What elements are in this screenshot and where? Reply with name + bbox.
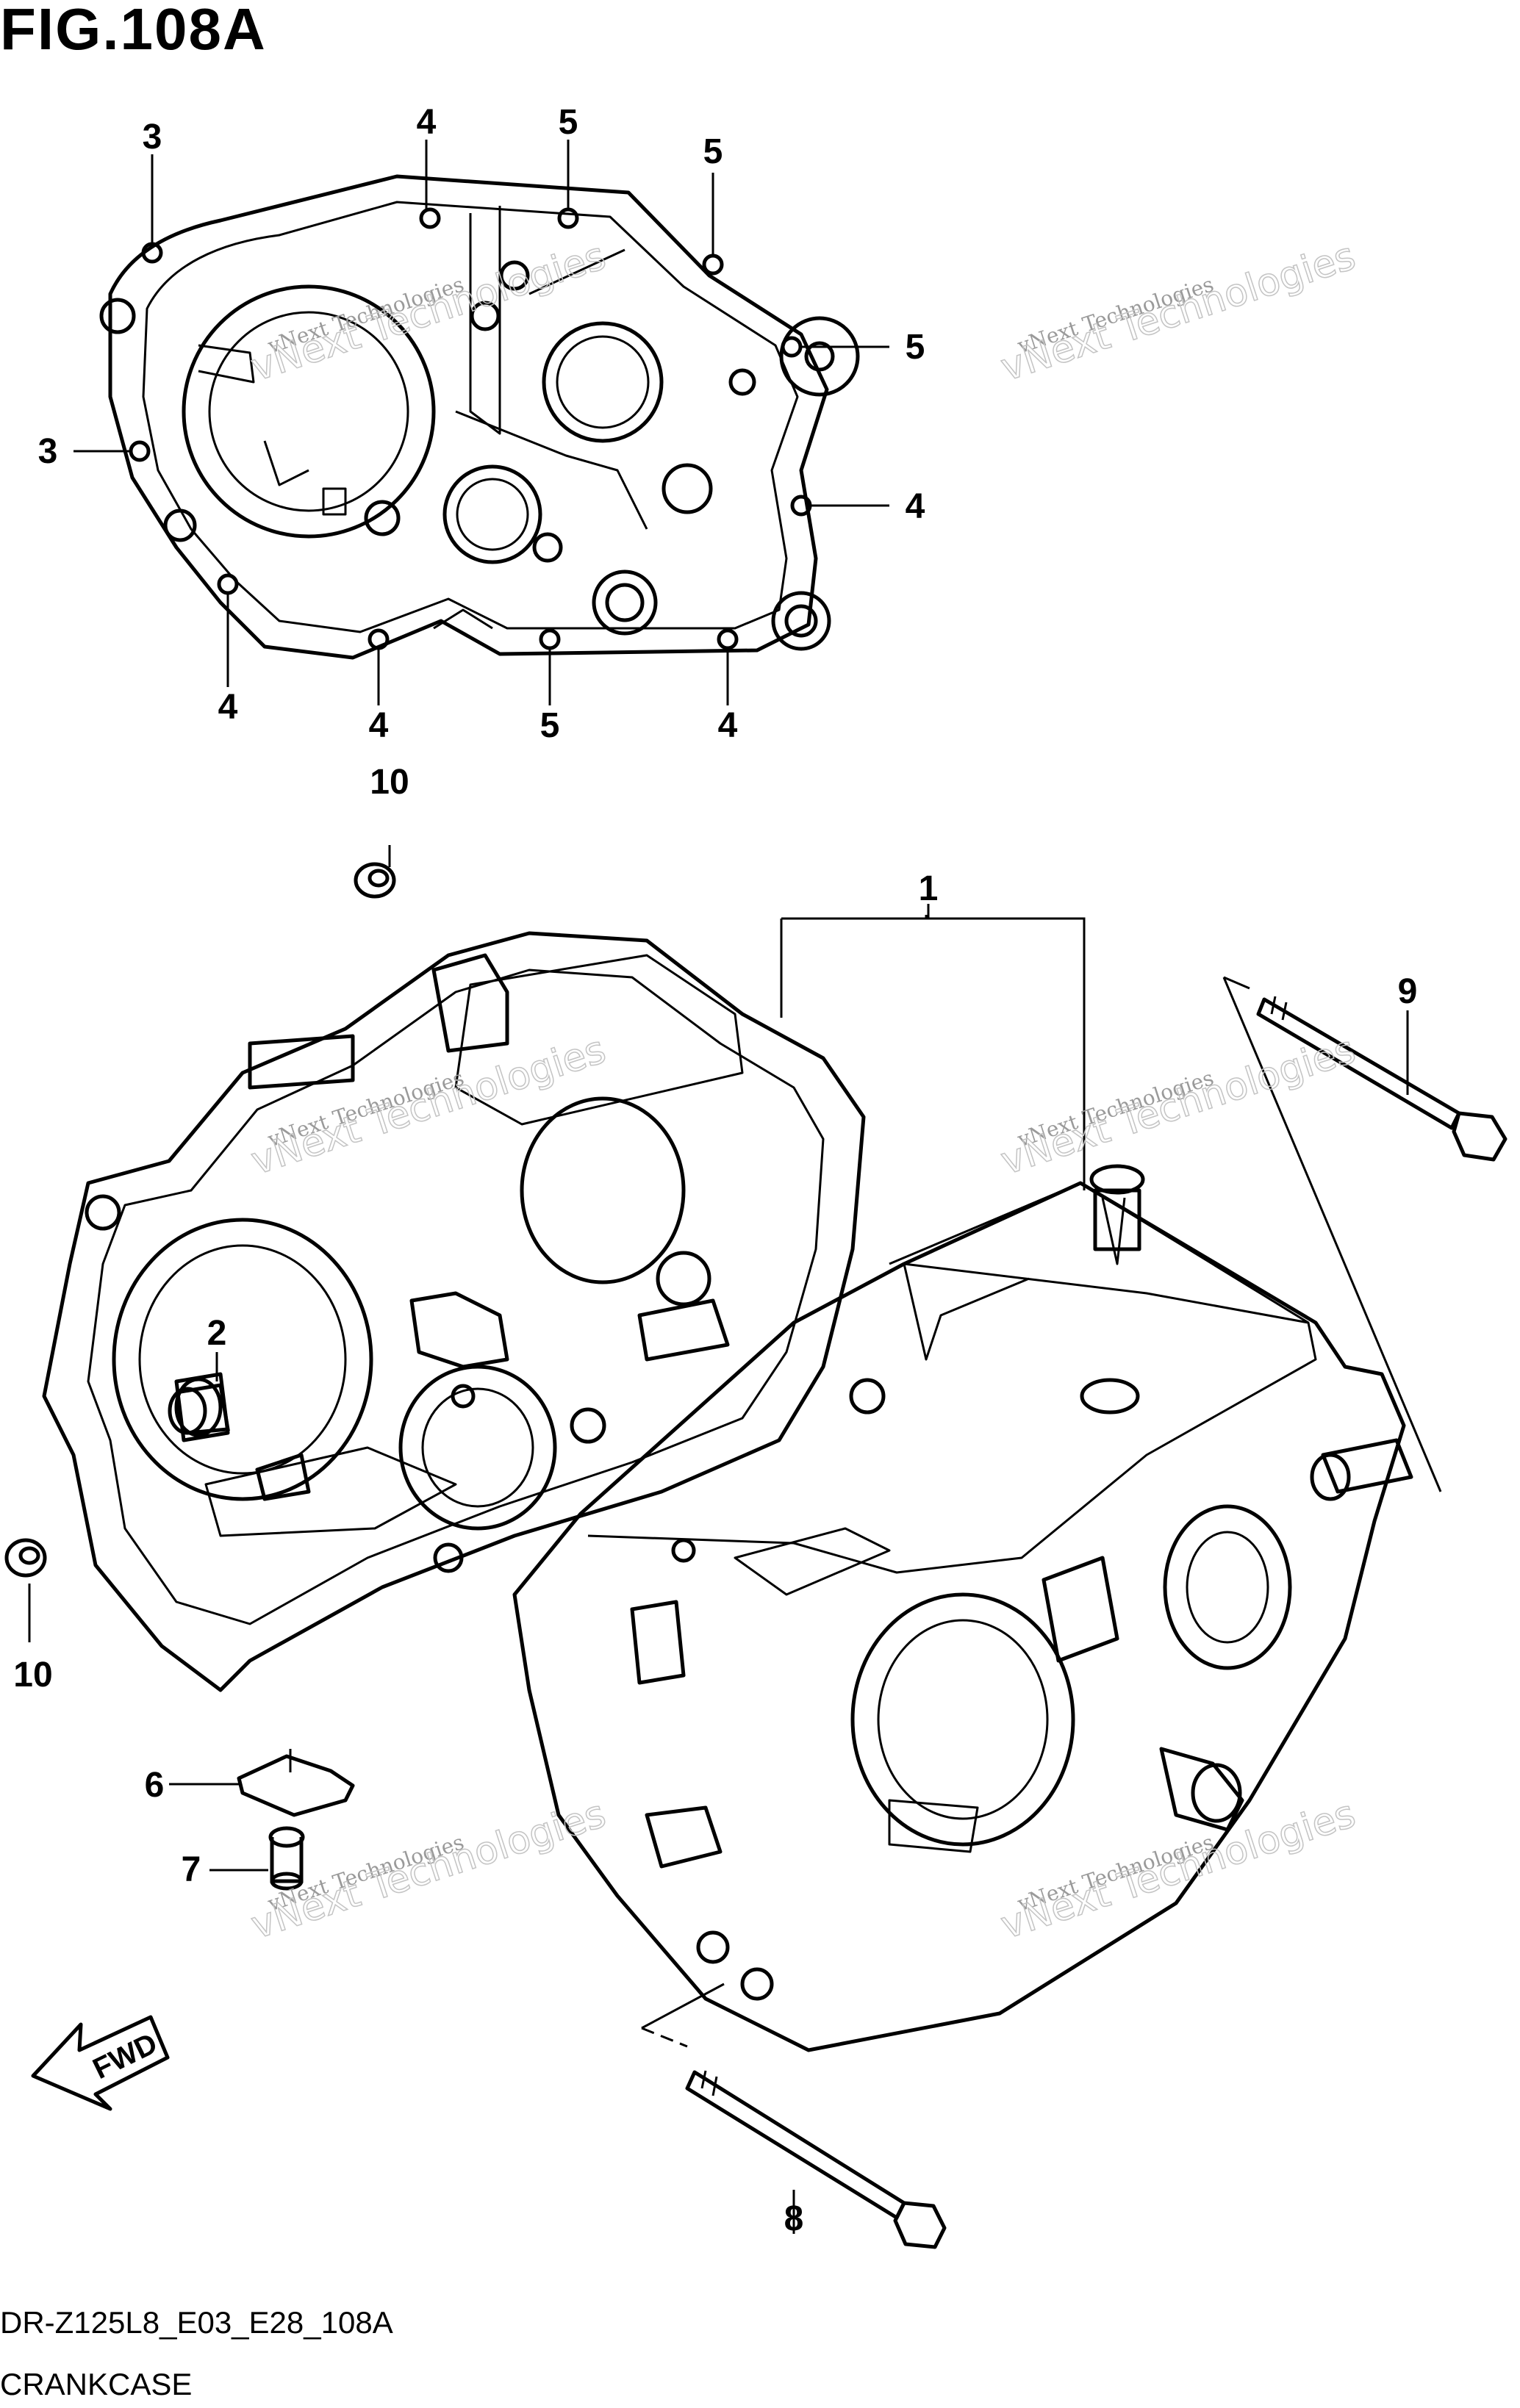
callout-5-right-top: 5 [703, 132, 723, 171]
crankcase-bolt-short [685, 2070, 947, 2249]
callout-4-bottom: 4 [369, 706, 389, 745]
fwd-arrow-icon [31, 2015, 170, 2111]
forward-direction-marker: FWD [31, 2015, 170, 2111]
watermark-outline: vNext Technologies [996, 234, 1361, 390]
figure-title: FIG.108A [0, 0, 267, 62]
left-crankcase-half [42, 931, 866, 1692]
callout-7: 7 [182, 1850, 201, 1889]
callout-4-top: 4 [417, 103, 437, 142]
callout-8: 8 [784, 2199, 804, 2238]
bottom-callouts: 10 1 9 2 10 6 7 8 [13, 763, 1417, 2238]
callout-3-top: 3 [143, 118, 162, 157]
bottom-leader-lines [28, 845, 1442, 2234]
callout-2: 2 [207, 1314, 227, 1353]
crankcase-bolt-long [1256, 996, 1508, 1162]
callout-5-right: 5 [906, 328, 925, 367]
clamp-plate [237, 1754, 355, 1817]
callout-5-bottom: 5 [540, 706, 560, 745]
callout-4-right: 4 [906, 487, 925, 526]
dowel-pin [168, 1383, 230, 1435]
hex-screw [268, 1826, 305, 1891]
callout-9: 9 [1398, 972, 1418, 1011]
model-code: DR-Z125L8_E03_E28_108A [0, 2305, 393, 2340]
callout-10-top: 10 [370, 763, 409, 802]
callout-4-bottom-left: 4 [218, 688, 238, 727]
top-leader-lines [74, 140, 889, 705]
diagram-caption: CRANKCASE [0, 2367, 193, 2401]
callout-5-top: 5 [559, 103, 578, 142]
callout-10-left: 10 [13, 1656, 52, 1694]
oil-seal-washer-top [354, 862, 396, 899]
right-crankcase-half [512, 1164, 1413, 2052]
oil-seal-washer-left [4, 1538, 47, 1578]
watermark-outline: vNext Technologies [246, 1028, 611, 1184]
callout-6: 6 [145, 1766, 165, 1805]
watermark-outline: vNext Technologies [996, 1028, 1361, 1184]
callout-3-left: 3 [38, 432, 58, 471]
callout-4-bottom-right: 4 [718, 706, 738, 745]
crankcase-face-view [99, 174, 860, 660]
callout-1: 1 [919, 869, 939, 908]
fwd-label: FWD [88, 2027, 162, 2085]
top-callouts: 3 4 5 5 5 3 4 4 4 5 4 [38, 103, 925, 745]
